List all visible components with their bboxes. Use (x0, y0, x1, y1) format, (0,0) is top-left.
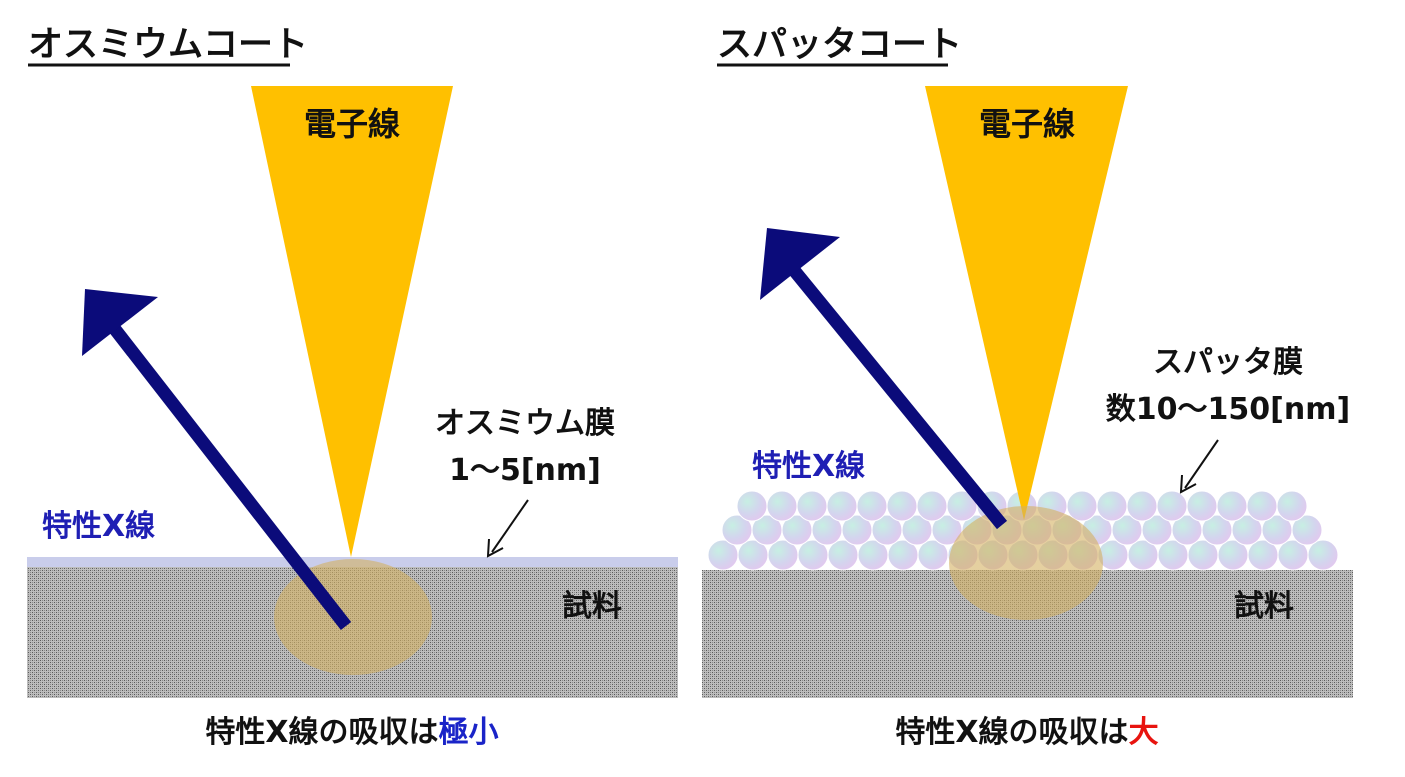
left-caption: 特性X線の吸収は極小 (205, 715, 498, 750)
sputter-particle (856, 490, 888, 522)
sputter-particle (916, 490, 948, 522)
right-sample-label: 試料 (1234, 589, 1294, 624)
right-title: スパッタコート (717, 25, 962, 65)
sputter-particle (886, 490, 918, 522)
left-panel: オスミウムコート 電子線 特性X線 オスミウム膜 1～5[nm] 試料 特性X線… (27, 25, 678, 750)
left-beam-label: 電子線 (304, 105, 400, 143)
right-xray-label: 特性X線 (752, 449, 865, 484)
sputter-particle (1307, 539, 1339, 571)
sputter-particle (1216, 490, 1248, 522)
right-beam-label: 電子線 (979, 105, 1075, 143)
right-electron-beam (925, 86, 1128, 520)
right-caption-prefix: 特性X線の吸収は (895, 715, 1128, 750)
sputter-particle (736, 490, 768, 522)
left-caption-emphasis: 極小 (439, 715, 499, 750)
sputter-particle (826, 490, 858, 522)
left-interaction-volume (274, 559, 432, 675)
sputter-particle (1096, 490, 1128, 522)
sputter-particle (1156, 490, 1188, 522)
sputter-particle (766, 490, 798, 522)
right-film-pointer-arrow (1179, 439, 1219, 494)
sputter-particle (1126, 490, 1158, 522)
left-title: オスミウムコート (28, 25, 308, 65)
left-film-label-thickness: 1～5[nm] (449, 453, 601, 488)
right-caption: 特性X線の吸収は大 (895, 715, 1158, 750)
right-panel: スパッタコート 電子線 特性X線 スパッタ膜 数10～150[nm] 試料 特性… (702, 25, 1353, 750)
sputter-particle (1186, 490, 1218, 522)
sputter-particle (796, 490, 828, 522)
left-xray-label: 特性X線 (42, 509, 155, 544)
sputter-particle (1291, 514, 1323, 546)
left-film-label-name: オスミウム膜 (435, 406, 615, 441)
right-xray-arrow (760, 228, 1008, 530)
right-caption-emphasis: 大 (1129, 715, 1159, 750)
sputter-particle (1066, 490, 1098, 522)
right-film-label-name: スパッタ膜 (1153, 345, 1303, 380)
sputter-particle (1246, 490, 1278, 522)
left-sample-label: 試料 (562, 589, 622, 624)
left-film-pointer-arrow (486, 499, 529, 558)
right-film-label-thickness: 数10～150[nm] (1106, 392, 1350, 427)
left-xray-arrow (82, 289, 352, 630)
right-interaction-volume (949, 506, 1103, 620)
left-electron-beam (251, 86, 453, 557)
sputter-particle (1276, 490, 1308, 522)
left-caption-prefix: 特性X線の吸収は (205, 715, 438, 750)
